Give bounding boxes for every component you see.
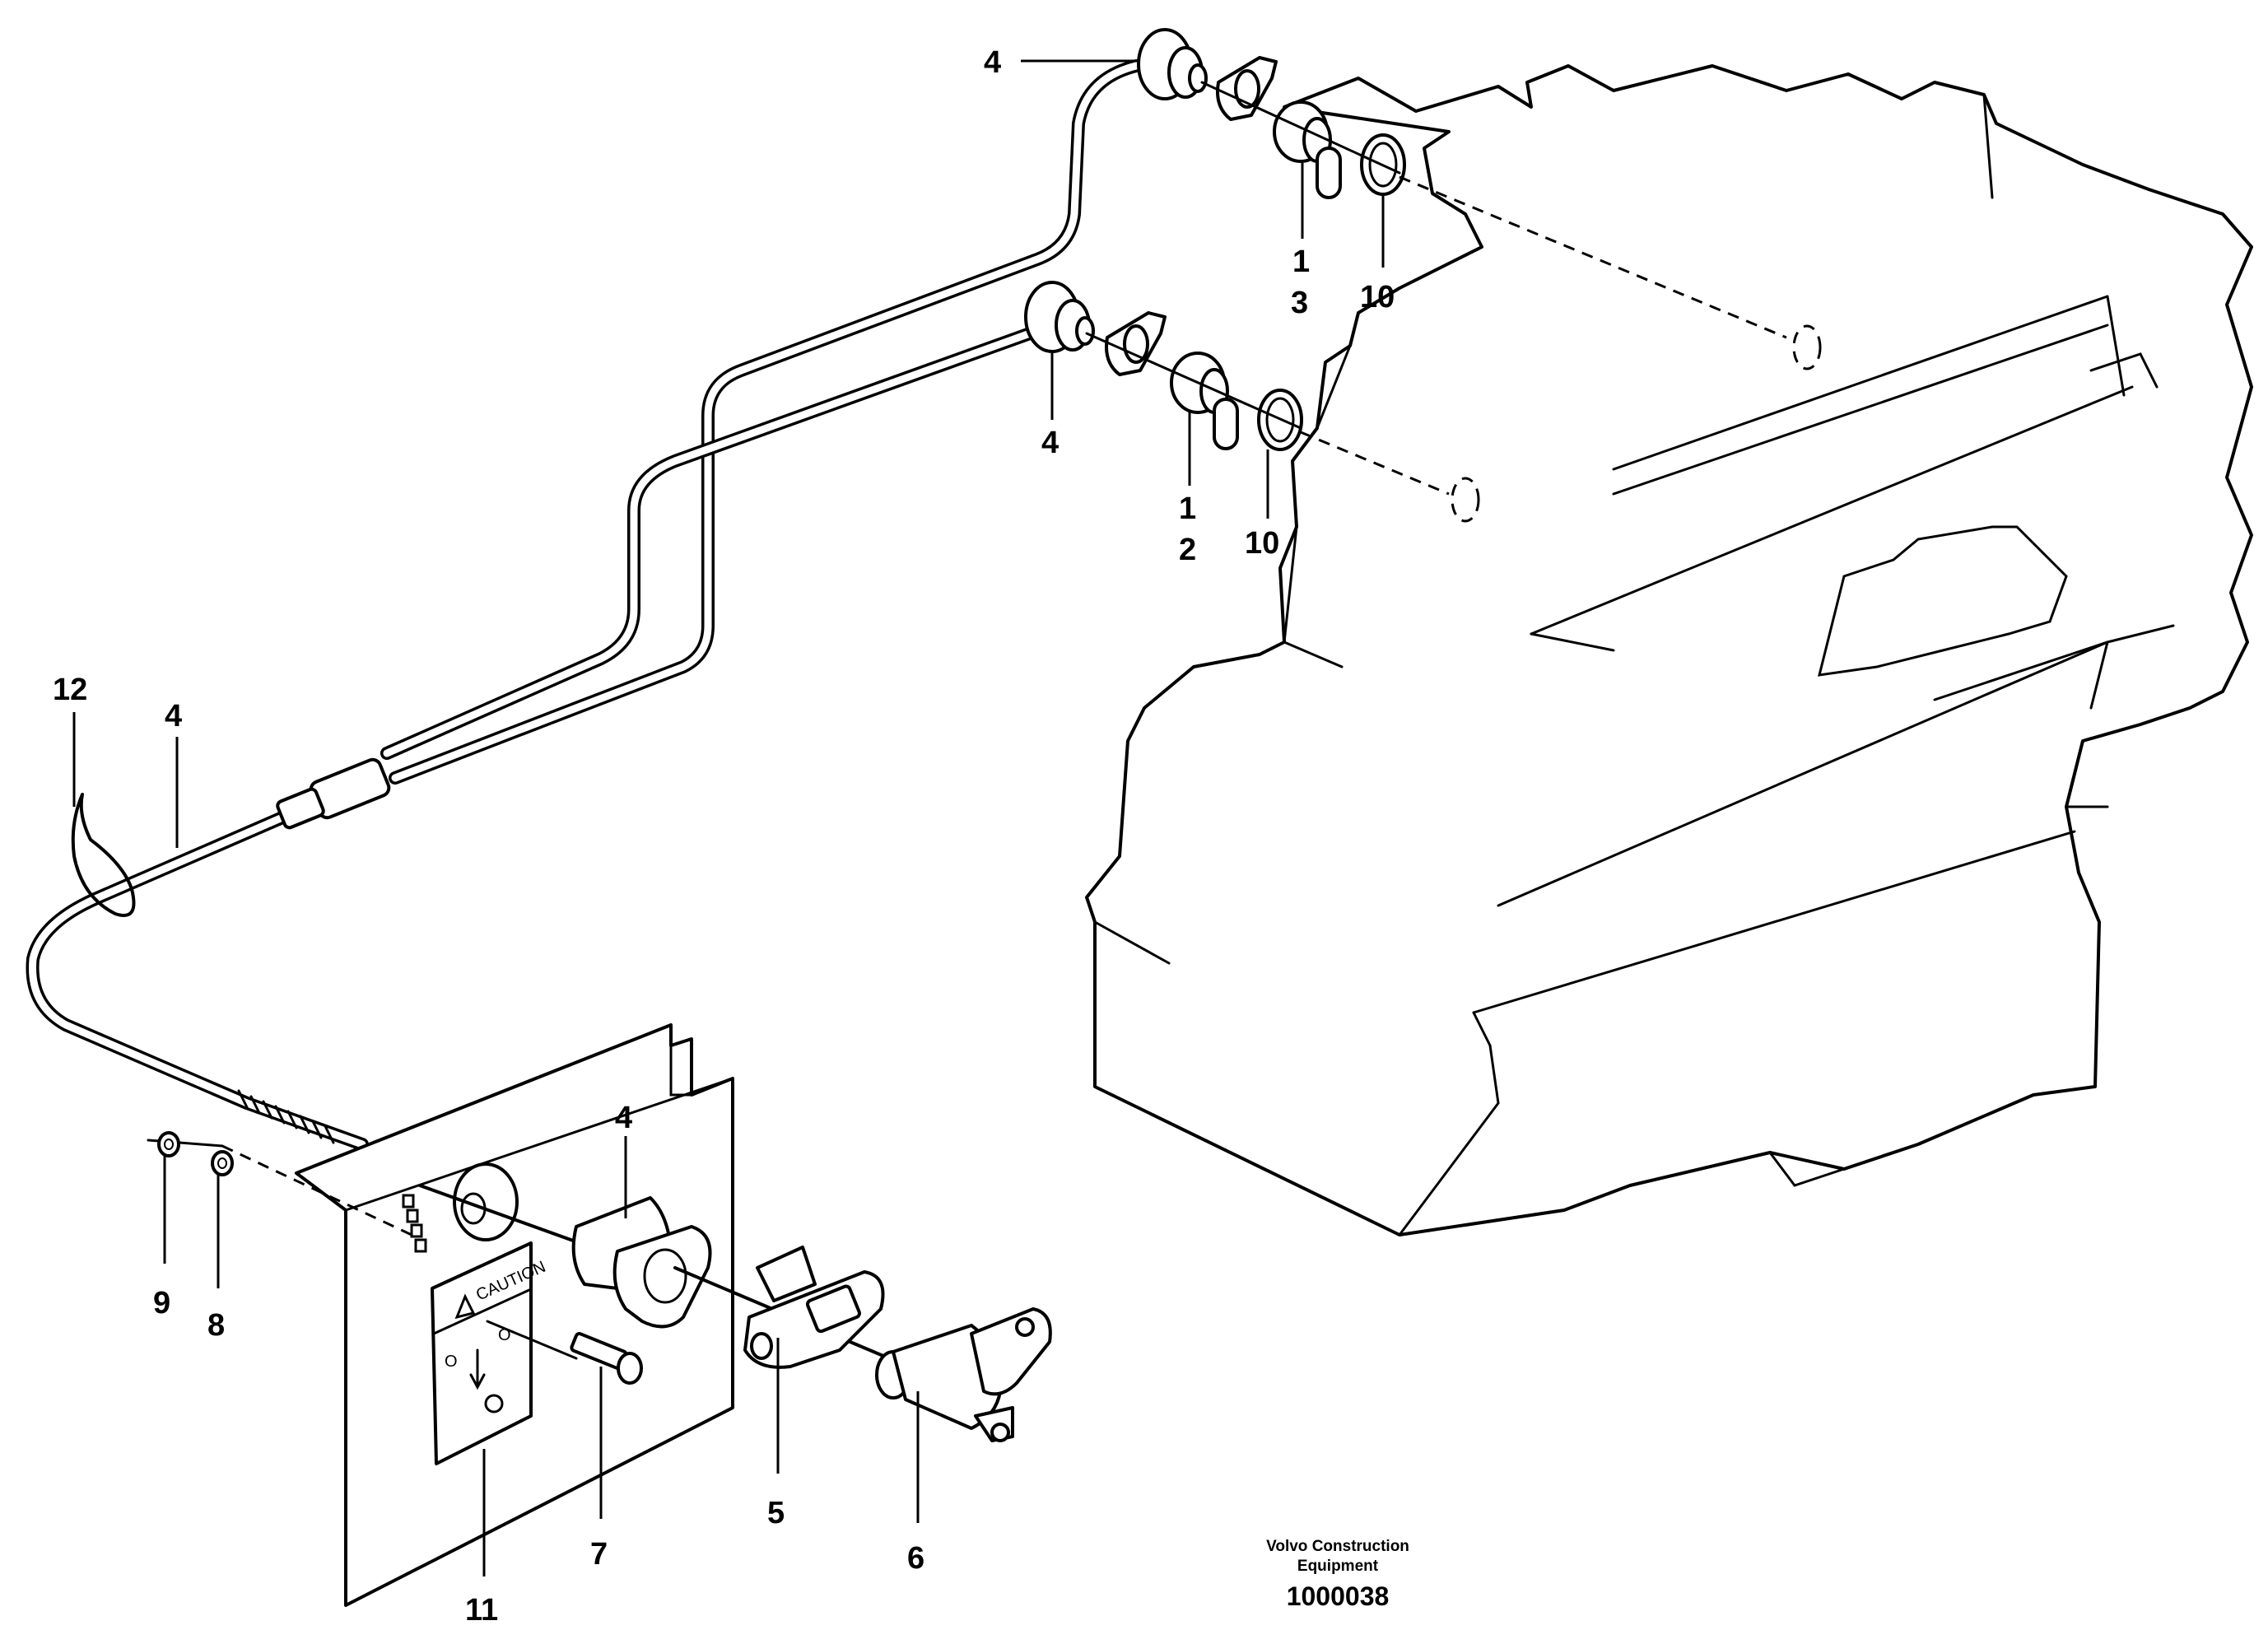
footer: Volvo Construction Equipment 1000038: [1266, 1538, 1409, 1611]
screw: [486, 1320, 643, 1385]
leader-lines: [72, 59, 1385, 1576]
washers: [157, 1131, 234, 1176]
callout-4-mid: 4: [1041, 426, 1059, 460]
company-name-line2: Equipment: [1297, 1558, 1379, 1575]
callout-labels: 4 1 3 10 4 1 2 10 12 4 4 9 8 5 6 7 11: [53, 45, 1395, 1628]
callout-3: 3: [1291, 286, 1308, 320]
control-panel: CAUTION O O: [147, 1023, 734, 1607]
callout-4-left: 4: [165, 699, 182, 734]
callout-8: 8: [207, 1308, 225, 1343]
lower-housing: [571, 1196, 891, 1360]
lower-fitting-assembly: [1024, 281, 1480, 523]
engine-outline: [1085, 64, 2253, 1236]
callout-7: 7: [590, 1537, 608, 1572]
callout-6: 6: [907, 1541, 924, 1576]
actuator: [875, 1307, 1052, 1442]
drawing-number: 1000038: [1287, 1581, 1390, 1611]
callout-5: 5: [767, 1496, 785, 1530]
callout-1-top: 1: [1292, 245, 1310, 279]
callout-4-bottom: 4: [615, 1101, 632, 1135]
upper-fitting-assembly: [1137, 28, 1822, 370]
callout-9: 9: [153, 1286, 170, 1320]
callout-11: 11: [465, 1593, 498, 1628]
control-cables: [26, 59, 1143, 1151]
decal-o-left: O: [445, 1353, 458, 1371]
callout-12: 12: [53, 673, 87, 707]
callout-1-mid: 1: [1179, 491, 1196, 526]
callout-2: 2: [1179, 533, 1196, 567]
company-name-line1: Volvo Construction: [1266, 1538, 1409, 1555]
callout-10-top: 10: [1360, 280, 1395, 314]
callout-10-mid: 10: [1245, 526, 1279, 561]
switch-plate: [743, 1246, 885, 1369]
callout-4-top: 4: [984, 45, 1001, 80]
